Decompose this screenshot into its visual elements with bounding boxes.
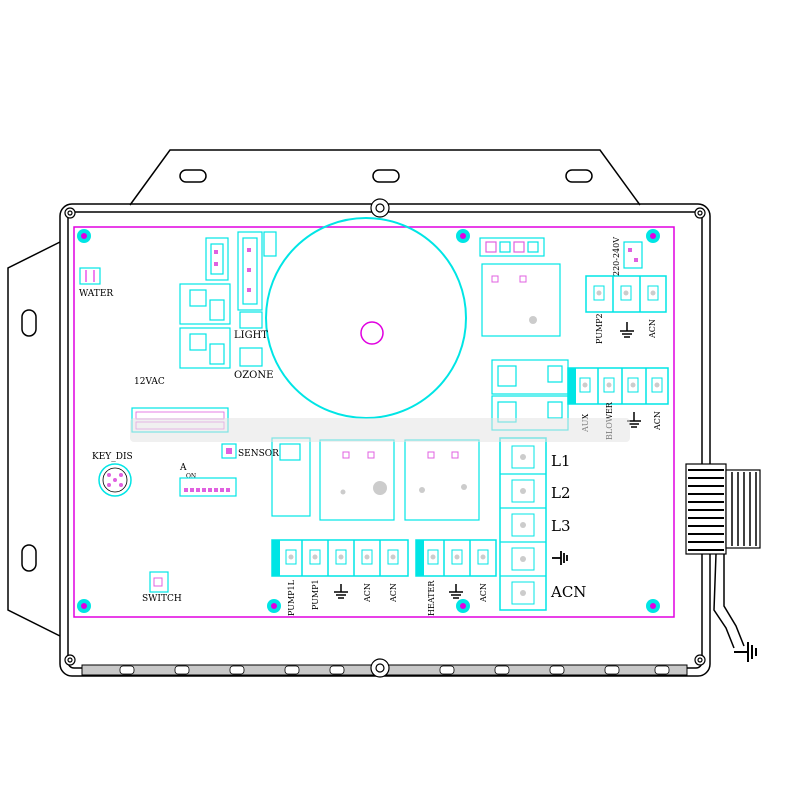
cable-gland-icon [685, 463, 761, 649]
watermark [130, 418, 630, 442]
terminal-block-aux [567, 367, 669, 405]
mounting-hole-icon [77, 599, 91, 613]
pump1-label: PUMP1 [311, 579, 320, 610]
water-connector: WATER [79, 267, 113, 299]
mounting-hole-icon [267, 599, 281, 613]
voltage-label: 220-240V [612, 237, 621, 276]
toroidal-transformer [265, 217, 467, 419]
ground-icon [734, 642, 757, 662]
acn-label-bl1: ACN [363, 583, 372, 603]
left-mounting-bracket [7, 241, 61, 637]
ground-icon [552, 551, 568, 565]
ozone-label: OZONE [234, 370, 273, 381]
mounting-hole-icon [456, 599, 470, 613]
relay-light [179, 283, 231, 325]
relay-aux [491, 359, 569, 395]
sensor-label: SENSOR [238, 449, 279, 459]
mounting-hole-icon [646, 599, 660, 613]
power-terminal-block [499, 437, 547, 611]
l2-label: L2 [551, 484, 571, 502]
terminal-block-pump1 [271, 539, 409, 577]
ground-icon [334, 584, 348, 599]
pcb-outline [73, 226, 675, 618]
rail-slots [119, 665, 670, 675]
pump1l-label: PUMP1L [287, 579, 296, 616]
mounting-hole-icon [646, 229, 660, 243]
terminal-block-pump2 [585, 275, 667, 313]
dip-switch: A ON [179, 463, 237, 497]
water-label: WATER [79, 289, 113, 299]
ground-icon [620, 322, 634, 338]
small-connector-top-right [479, 237, 545, 257]
l1-label: L1 [551, 452, 571, 470]
switch-label: SWITCH [142, 594, 182, 604]
relay-ozone [179, 327, 231, 369]
enclosure-screws [64, 198, 706, 678]
key-dis-connector: KEY_DIS [92, 452, 133, 497]
switch-connector: SWITCH [142, 571, 182, 604]
l3-label: L3 [551, 517, 571, 535]
heater-label: HEATER [427, 580, 436, 616]
dip-a-label: A [179, 463, 187, 473]
dip-on-label: ON [186, 473, 196, 480]
acn-label-br: ACN [479, 583, 488, 603]
acn-label-mid: ACN [653, 411, 662, 431]
key-dis-label: KEY_DIS [92, 452, 133, 462]
connector-pads-top [214, 248, 251, 292]
light-label: LIGHT [234, 330, 268, 341]
relay-top-right [481, 263, 561, 337]
acn-label-bl2: ACN [389, 583, 398, 603]
mounting-hole-icon [77, 229, 91, 243]
small-header-light [239, 311, 263, 367]
voltage-connector: 220-240V [612, 237, 643, 276]
acn-label-power: ACN [550, 583, 586, 601]
top-mounting-bracket [129, 149, 641, 206]
12vac-label: 12VAC [134, 377, 165, 387]
pcb-mounting-holes [77, 229, 660, 613]
power-relay-2 [404, 439, 480, 521]
acn-label-top: ACN [648, 319, 657, 339]
power-relay-1 [319, 439, 395, 521]
terminal-block-heater [415, 539, 497, 577]
ground-icon [449, 584, 463, 599]
pump2-label: PUMP2 [595, 313, 604, 344]
connector-cluster-top [205, 231, 277, 311]
sensor-connector: SENSOR [221, 443, 279, 459]
mounting-hole-icon [456, 229, 470, 243]
